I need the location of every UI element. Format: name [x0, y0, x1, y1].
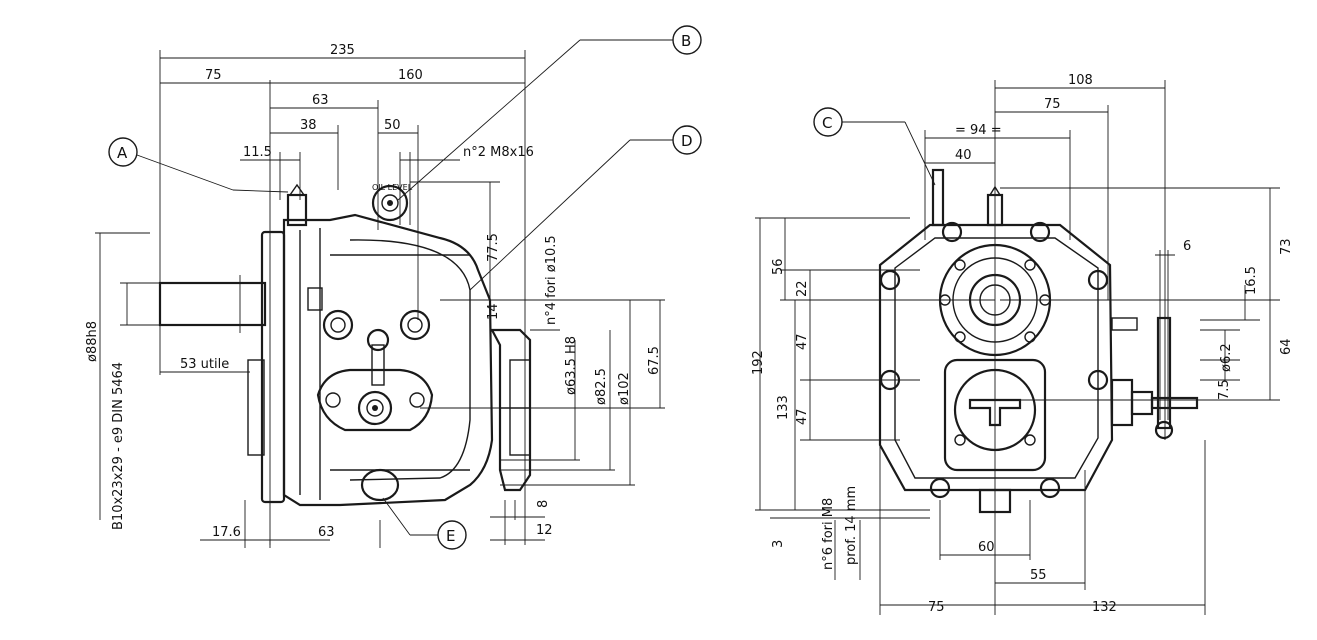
dim-75: 75: [205, 68, 222, 83]
dim-94: = 94 =: [955, 123, 1002, 138]
dim-132: 132: [1092, 600, 1117, 615]
dim-40: 40: [955, 148, 972, 163]
svg-text:C: C: [822, 114, 832, 132]
right-view: 108 75 = 94 = 40 6 73 64 16.5 ø6.2 7.5: [751, 73, 1294, 615]
dim-192: 192: [751, 350, 766, 375]
callout-D: D: [469, 125, 702, 291]
dim-38: 38: [300, 118, 317, 133]
dim-102: ø102: [617, 372, 632, 405]
dim-63-bottom: 63: [318, 525, 335, 540]
svg-text:D: D: [681, 132, 693, 150]
dim-16-5: 16.5: [1244, 266, 1259, 295]
callout-A: A: [108, 137, 289, 193]
dim-11-5: 11.5: [243, 145, 272, 160]
right-pump-body: [878, 168, 1199, 514]
dim-67-5: 67.5: [647, 346, 662, 375]
dim-47-b: 47: [795, 408, 810, 425]
left-side-dimensions: [95, 232, 381, 548]
dim-56: 56: [771, 258, 786, 275]
dim-47-a: 47: [795, 333, 810, 350]
dim-60: 60: [978, 540, 995, 555]
holes-m8-note: n°6 fori M8: [821, 498, 836, 570]
dim-50: 50: [384, 118, 401, 133]
dim-75-bottom: 75: [928, 600, 945, 615]
callout-C: C: [813, 107, 936, 186]
dim-14: 14: [486, 303, 501, 320]
holes-note: n°4 fori ø10.5: [544, 235, 559, 325]
dim-22: 22: [795, 280, 810, 297]
dim-160: 160: [398, 68, 423, 83]
dim-8: 8: [536, 500, 551, 508]
dim-6-2: ø6.2: [1219, 343, 1234, 372]
dim-63-5: ø63.5 H8: [564, 336, 579, 395]
dim-53: 53 utile: [180, 357, 229, 372]
dim-133: 133: [776, 395, 791, 420]
dim-73: 73: [1279, 238, 1294, 255]
dim-108: 108: [1068, 73, 1093, 88]
svg-text:B: B: [681, 32, 691, 50]
right-right-dimensions: [1000, 187, 1280, 401]
dim-77-5: 77.5: [486, 233, 501, 262]
oil-level-text: OIL LEVEL: [372, 183, 413, 192]
thread-note: n°2 M8x16: [463, 145, 534, 160]
callout-E: E: [382, 497, 467, 550]
dim-17-6: 17.6: [212, 525, 241, 540]
dim-64: 64: [1279, 338, 1294, 355]
dim-7-5: 7.5: [1217, 379, 1232, 400]
svg-text:A: A: [117, 144, 128, 162]
dim-82-5: ø82.5: [594, 368, 609, 405]
left-pump-body: OIL LEVEL: [158, 183, 532, 507]
callout-B: B: [397, 25, 702, 201]
dim-235: 235: [330, 43, 355, 58]
dim-88: ø88h8: [85, 321, 100, 362]
dim-3: 3: [771, 540, 786, 548]
dim-75-top: 75: [1044, 97, 1061, 112]
spline-note: B10x23x29 - e9 DIN 5464: [111, 362, 126, 530]
depth-note: prof. 14 mm: [844, 486, 859, 565]
dim-6: 6: [1183, 239, 1191, 254]
left-right-dimensions: [410, 181, 665, 545]
left-view: 235 75 160 63 38 50 11.5 n°2 M8x16: [85, 25, 702, 550]
dim-63: 63: [312, 93, 329, 108]
dim-55: 55: [1030, 568, 1047, 583]
svg-text:E: E: [446, 527, 455, 545]
dim-12: 12: [536, 523, 553, 538]
right-top-dimensions: [924, 80, 1175, 615]
right-left-dimensions: [755, 217, 1206, 615]
